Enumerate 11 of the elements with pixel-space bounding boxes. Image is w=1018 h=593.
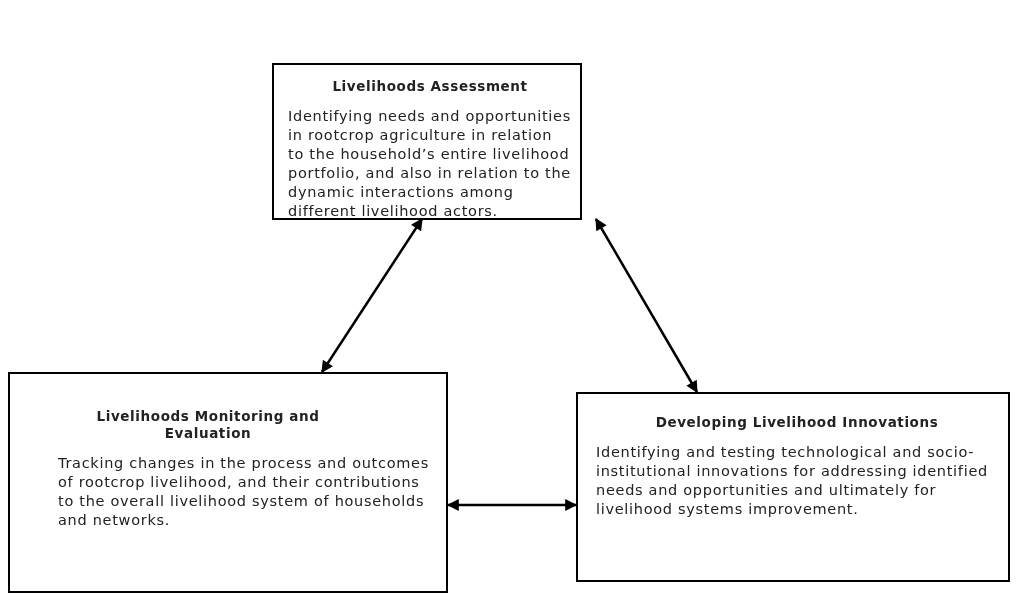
box-description: Tracking changes in the process and outcomes of rootcrop livelihood, and their contributions to the overall livelihood system of households and networks. [58, 454, 430, 530]
text-box [576, 392, 1010, 582]
box-description: Identifying and testing technological and socio-institutional innovations for addressing identified needs and opportunities and ultimately for livelihood systems improvement. [596, 443, 989, 519]
box-heading: Developing Livelihood Innovations [654, 414, 940, 431]
box-heading: Livelihoods Assessment [331, 78, 529, 95]
text-box [8, 372, 448, 593]
text-box [272, 63, 582, 220]
double-arrow [594, 217, 699, 394]
double-arrow [320, 218, 424, 373]
box-description: Identifying needs and opportunities in rootcrop agriculture in relation to the household’s entire livelihood portfolio, and also in relation to the dynamic interactions among different livelihood actors. [288, 107, 572, 221]
box-heading: Livelihoods Monitoring and Evaluation [95, 408, 321, 442]
